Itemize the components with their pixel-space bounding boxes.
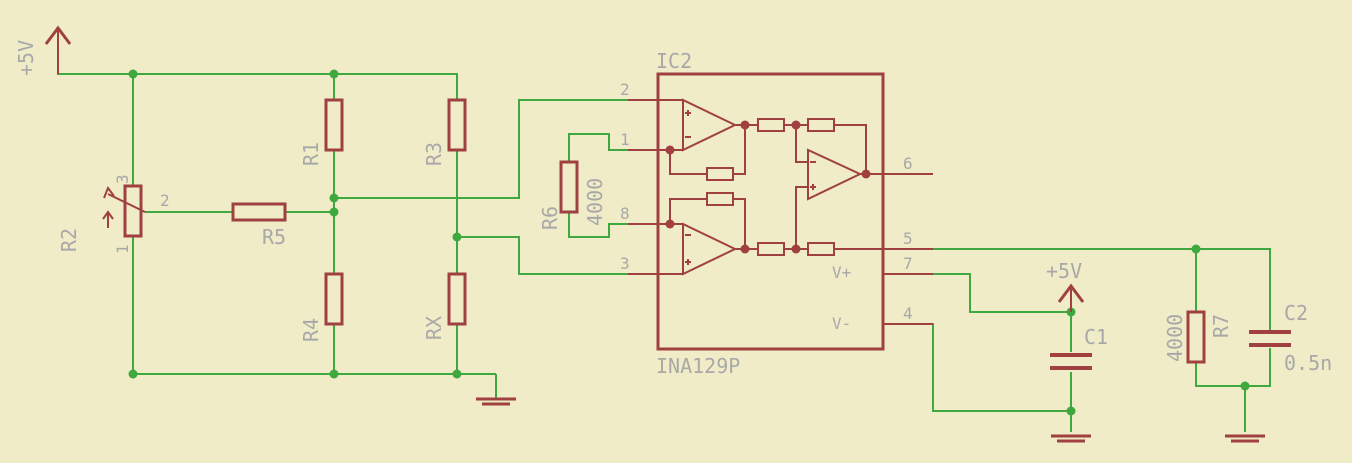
r6-label: R6 bbox=[538, 206, 562, 230]
supply-arrow-mid bbox=[1057, 283, 1085, 312]
ic-pin-2: 2 bbox=[620, 80, 630, 99]
resistor-rx bbox=[447, 272, 467, 326]
r3-label: R3 bbox=[422, 142, 446, 166]
r7-label: R7 bbox=[1209, 314, 1233, 338]
ic-vplus-label: V+ bbox=[832, 263, 851, 282]
ground-symbol bbox=[1051, 434, 1091, 443]
resistor-r5 bbox=[231, 202, 287, 222]
ic-part-label: INA129P bbox=[656, 354, 740, 378]
ic-pin-6: 6 bbox=[903, 154, 913, 173]
junction-dots bbox=[128, 69, 1250, 416]
potentiometer-r2 bbox=[102, 184, 146, 238]
c2-value: 0.5n bbox=[1284, 351, 1332, 375]
rx-label: RX bbox=[422, 316, 446, 340]
wires bbox=[57, 30, 1271, 432]
ic2-internal-nodes bbox=[665, 120, 871, 254]
ic-pin-4: 4 bbox=[903, 304, 913, 323]
r2-label: R2 bbox=[57, 228, 81, 252]
pot-pin-1: 1 bbox=[113, 244, 132, 254]
supply-left-label: +5V bbox=[14, 40, 38, 76]
ic-pin-5: 5 bbox=[903, 229, 913, 248]
capacitor-c2 bbox=[1249, 330, 1291, 347]
ic2-body bbox=[628, 72, 933, 351]
supply-arrow-left bbox=[44, 25, 72, 74]
ground-symbol bbox=[476, 397, 516, 406]
ground-symbol bbox=[1225, 434, 1265, 443]
supply-mid-label: +5V bbox=[1046, 259, 1082, 283]
resistor-r3 bbox=[447, 98, 467, 152]
r4-label: R4 bbox=[299, 318, 323, 342]
r1-label: R1 bbox=[299, 142, 323, 166]
ic2-internal-circuit bbox=[658, 98, 883, 276]
c1-label: C1 bbox=[1084, 325, 1108, 349]
ic-pin-1: 1 bbox=[620, 130, 630, 149]
ic-pin-7: 7 bbox=[903, 254, 913, 273]
resistor-r7 bbox=[1186, 310, 1206, 364]
pot-pin-3: 3 bbox=[113, 174, 132, 184]
ic-vminus-label: V- bbox=[832, 314, 851, 333]
ic-pin-8: 8 bbox=[620, 204, 630, 223]
c2-label: C2 bbox=[1284, 301, 1308, 325]
resistor-r6 bbox=[559, 160, 579, 214]
ic-pin-3: 3 bbox=[620, 254, 630, 273]
resistor-r1 bbox=[324, 98, 344, 152]
r6-value: 4000 bbox=[583, 178, 607, 226]
r5-label: R5 bbox=[262, 225, 286, 249]
pot-pin-2: 2 bbox=[160, 191, 170, 210]
resistor-r4 bbox=[324, 272, 344, 326]
r7-value: 4000 bbox=[1163, 314, 1187, 362]
ic-name-label: IC2 bbox=[656, 49, 692, 73]
capacitor-c1 bbox=[1050, 353, 1092, 370]
